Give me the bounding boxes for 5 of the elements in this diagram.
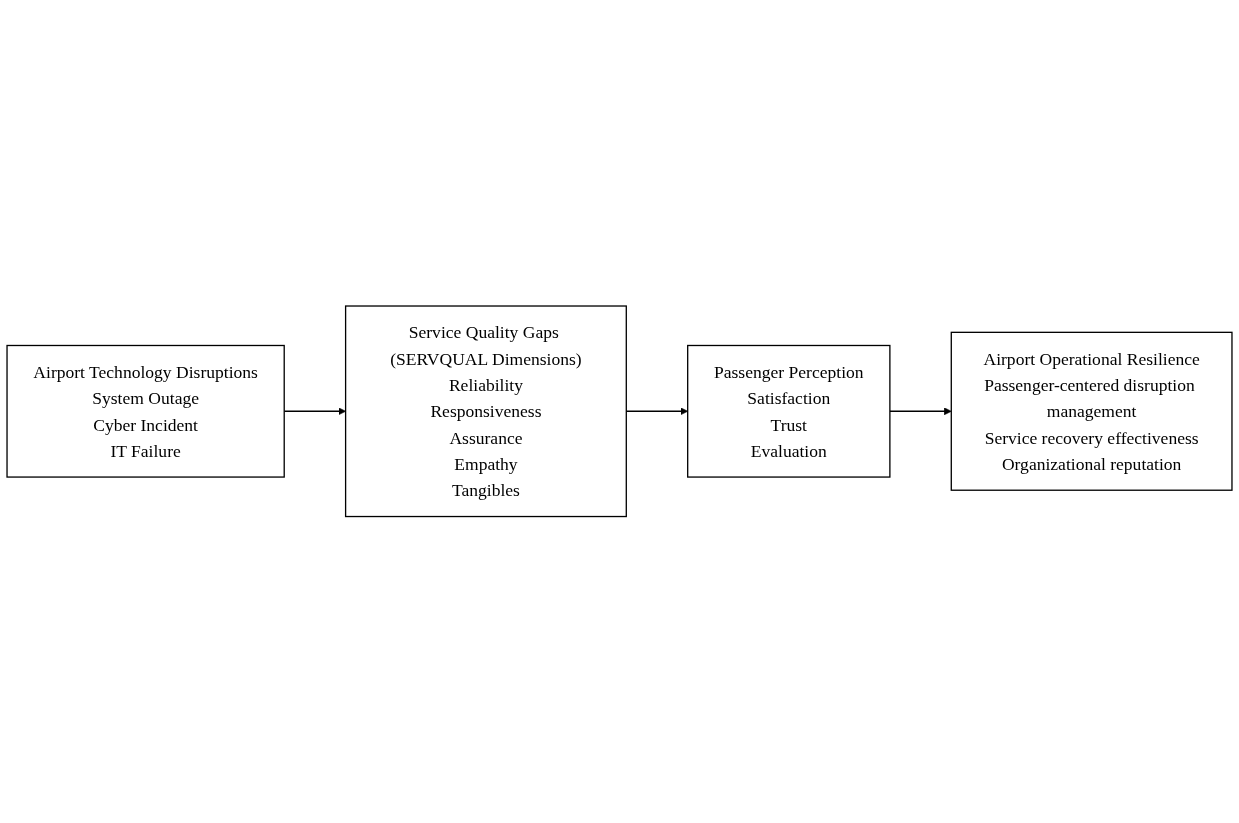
node-box: Service Quality Gaps (SERVQUAL Dimensions) Reliability Responsiveness Assurance Empathy Tangibles [344, 305, 627, 518]
node-box: Passenger Perception Satisfaction Trust Evaluation [687, 345, 891, 478]
node-box: Airport Operational Resilience Passenger-centered disruption management Service recovery effectiveness Organizational reputation [950, 331, 1233, 492]
node-box: Airport Technology Disruptions System Outage Cyber Incident IT Failure [6, 345, 285, 478]
arrow [889, 407, 952, 416]
